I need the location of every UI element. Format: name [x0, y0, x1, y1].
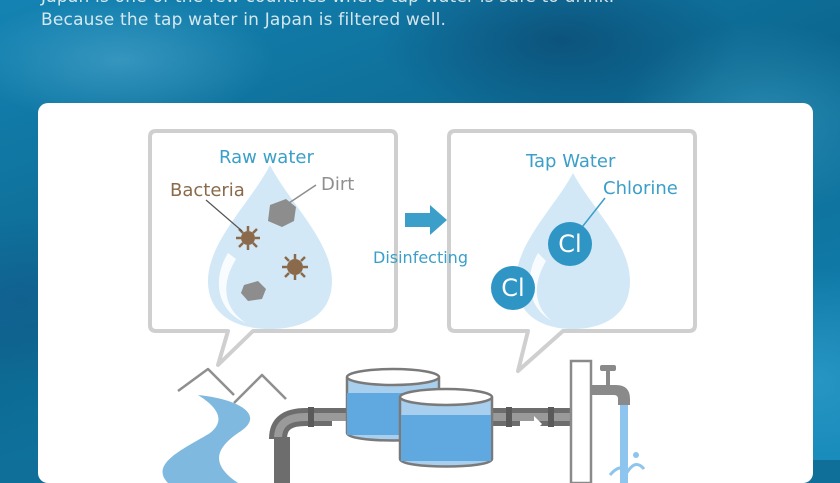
chlorine-icon	[548, 222, 592, 266]
chlorine-symbol: Cl	[501, 274, 525, 302]
chlorine-label: Chlorine	[603, 178, 678, 199]
dirt-label: Dirt	[321, 174, 355, 195]
dirt-icon	[241, 281, 266, 301]
intro-text: Japan is one of the few countries where …	[41, 0, 821, 32]
bacteria-label: Bacteria	[170, 180, 245, 201]
water-tank-icon	[398, 387, 494, 468]
bacteria-icon	[282, 254, 308, 280]
mountain-icon	[177, 367, 235, 396]
faucet-icon	[569, 359, 646, 483]
arrow-right-icon	[405, 205, 447, 235]
dirt-icon	[268, 199, 296, 227]
intro-line-2: Because the tap water in Japan is filter…	[41, 10, 447, 30]
water-drop-icon	[208, 165, 332, 329]
water-treatment-diagram	[148, 129, 697, 483]
intro-line-1: Japan is one of the few countries where …	[41, 0, 821, 9]
diagram-card: Raw water Bacteria Dirt Disinfecting Tap…	[38, 103, 813, 483]
bacteria-icon	[236, 226, 260, 250]
chlorine-symbol: Cl	[558, 230, 582, 258]
tap-water-title: Tap Water	[526, 151, 616, 172]
chlorine-icon	[491, 266, 535, 310]
raw-water-title: Raw water	[219, 147, 314, 168]
mountain-icon	[233, 373, 287, 404]
disinfecting-label: Disinfecting	[373, 248, 468, 267]
river-icon	[162, 395, 251, 483]
